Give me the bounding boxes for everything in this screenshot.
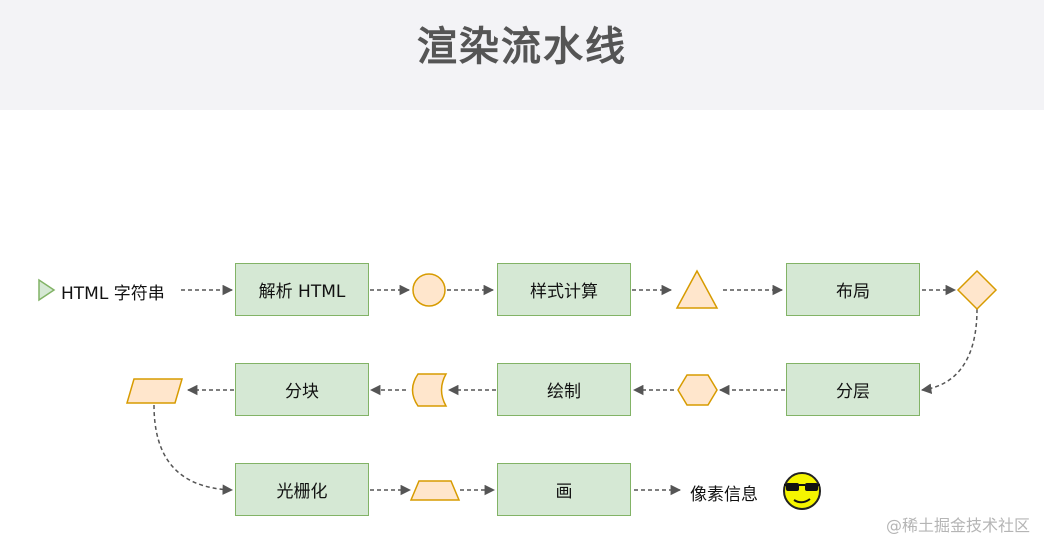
output-label: 像素信息 xyxy=(690,485,758,505)
step-parse-html: 解析 HTML xyxy=(235,263,369,316)
trapezoid-node xyxy=(409,480,461,501)
step-tile: 分块 xyxy=(235,363,369,416)
storage-node xyxy=(411,373,448,407)
step-draw: 画 xyxy=(497,463,631,516)
sunglasses-emoji-icon xyxy=(783,472,821,510)
step-layout: 布局 xyxy=(786,263,920,316)
header-band: 渲染流水线 xyxy=(0,0,1044,110)
step-raster: 光栅化 xyxy=(235,463,369,516)
diamond-node xyxy=(956,269,998,311)
diagram-title: 渲染流水线 xyxy=(417,24,627,70)
parallelogram-node xyxy=(126,378,183,404)
play-triangle-icon xyxy=(38,278,56,302)
arrow-parallelogram-to-raster xyxy=(153,404,234,495)
step-layer: 分层 xyxy=(786,363,920,416)
step-style-calc: 样式计算 xyxy=(497,263,631,316)
arrow-diamond-to-layer xyxy=(920,308,978,394)
watermark: @稀土掘金技术社区 xyxy=(885,516,1030,535)
hexagon-node xyxy=(677,374,718,406)
circle-node xyxy=(412,273,446,307)
input-label: HTML 字符串 xyxy=(61,284,165,304)
triangle-node xyxy=(675,269,719,309)
step-paint: 绘制 xyxy=(497,363,631,416)
